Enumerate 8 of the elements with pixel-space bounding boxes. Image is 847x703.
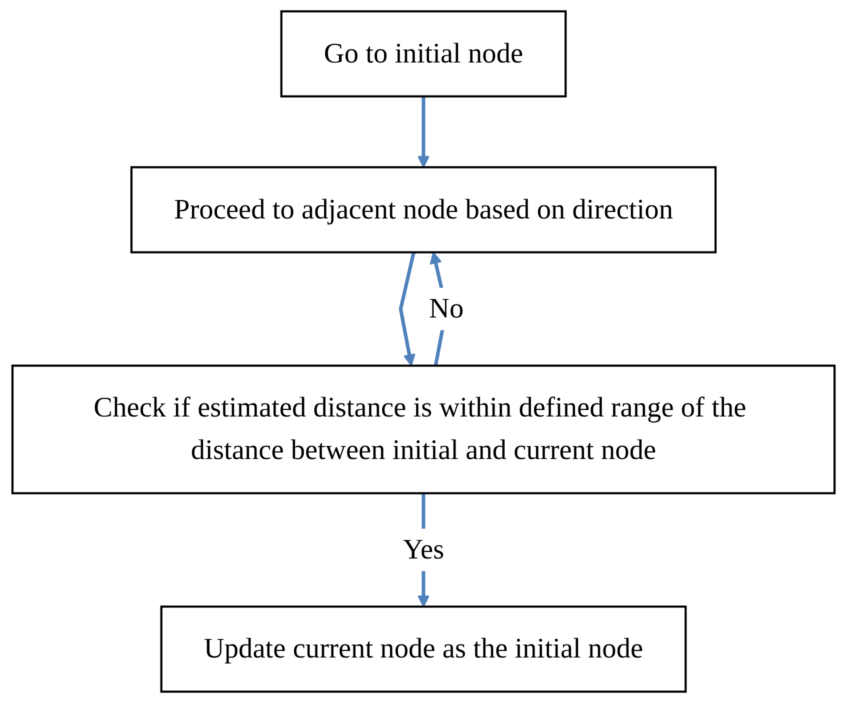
edge-label: Yes (402, 534, 444, 566)
edge-label: No (429, 293, 464, 325)
node-box: Proceed to adjacent node based on direction (130, 166, 717, 254)
node-box: Go to initial node (280, 10, 567, 98)
arrow (417, 96, 430, 168)
arrow (398, 252, 416, 366)
node-box: Check if estimated distance is within defined range of the distance between initial and current node (11, 364, 836, 494)
node-box: Update current node as the initial node (160, 606, 687, 693)
